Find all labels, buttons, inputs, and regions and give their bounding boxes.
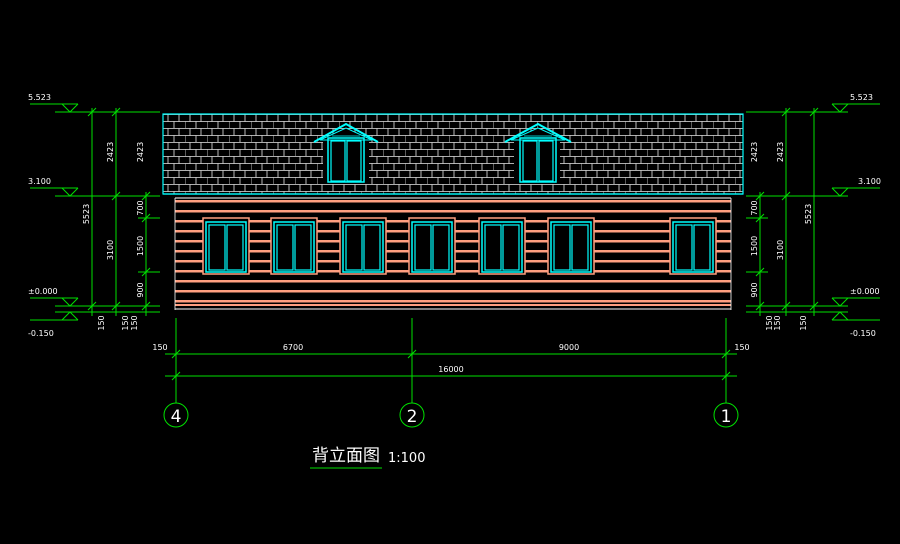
window-5: [478, 217, 526, 275]
level-top-left: 5.523: [28, 93, 51, 102]
svg-text:2: 2: [407, 407, 418, 427]
dim-overall-right: 5523: [804, 204, 813, 224]
level-ground-left: ±0.000: [28, 287, 58, 296]
dim-roof-right-1: 2423: [750, 142, 759, 162]
right-dimension-text: 5.523 3.100 ±0.000 -0.150 2423 700 1500 …: [750, 93, 881, 338]
axis-bubble-4: 4: [163, 402, 189, 428]
window-6: [547, 217, 595, 275]
dim-roof-left-2: 2423: [136, 142, 145, 162]
level-below-right: -0.150: [850, 329, 876, 338]
title-text: 背立面图: [312, 446, 380, 466]
dim-plinth-right-3: 150: [799, 315, 808, 330]
window-7: [669, 217, 717, 275]
dim-window-right: 1500: [750, 236, 759, 256]
dim-plinth-left-2: 150: [121, 315, 130, 330]
roof: [162, 113, 744, 195]
dormer-left: [313, 122, 379, 184]
svg-text:4: 4: [171, 407, 182, 427]
dim-wall-right: 3100: [776, 240, 785, 260]
scale-text: 1:100: [388, 451, 425, 466]
dim-plinth-right-2: 150: [773, 315, 782, 330]
level-ground-right: ±0.000: [850, 287, 880, 296]
window-4: [408, 217, 456, 275]
axis-bubble-2: 2: [399, 402, 425, 428]
dim-band-right: 700: [750, 200, 759, 215]
dim-right-overhang: 150: [734, 343, 749, 352]
dim-plinth-right-1: 150: [765, 315, 774, 330]
level-top-right: 5.523: [850, 93, 873, 102]
axis-bubble-1: 1: [713, 402, 739, 428]
drawing-title: 背立面图 1:100: [310, 446, 425, 469]
level-eave-right: 3.100: [858, 177, 881, 186]
window-1: [202, 217, 250, 275]
dormer-right: [504, 122, 572, 184]
level-eave-left: 3.100: [28, 177, 51, 186]
dim-plinth-left-1: 150: [97, 315, 106, 330]
dim-roof-left-1: 2423: [106, 142, 115, 162]
bottom-dimension-text: 150 6700 9000 150 16000: [152, 343, 749, 374]
dim-roof-right-2: 2423: [776, 142, 785, 162]
dim-plinth-left-3: 150: [130, 315, 139, 330]
bottom-dimension-lines: [165, 318, 737, 403]
left-dimension-lines: [30, 103, 160, 321]
level-below-left: -0.150: [28, 329, 54, 338]
right-dimension-lines: [746, 103, 880, 321]
dim-span-right: 9000: [559, 343, 579, 352]
dim-span-left: 6700: [283, 343, 303, 352]
dim-sill-left: 900: [136, 282, 145, 297]
dim-overall-left: 5523: [82, 204, 91, 224]
left-dimension-text: 5.523 3.100 ±0.000 -0.150 5523 2423 3100…: [28, 93, 145, 338]
dim-sill-right: 900: [750, 282, 759, 297]
window-3: [339, 217, 387, 275]
window-2: [270, 217, 318, 275]
dim-total: 16000: [438, 365, 463, 374]
svg-text:1: 1: [721, 407, 732, 427]
dim-wall-left: 3100: [106, 240, 115, 260]
dim-band-left: 700: [136, 200, 145, 215]
dim-left-overhang: 150: [152, 343, 167, 352]
dim-window-left: 1500: [136, 236, 145, 256]
